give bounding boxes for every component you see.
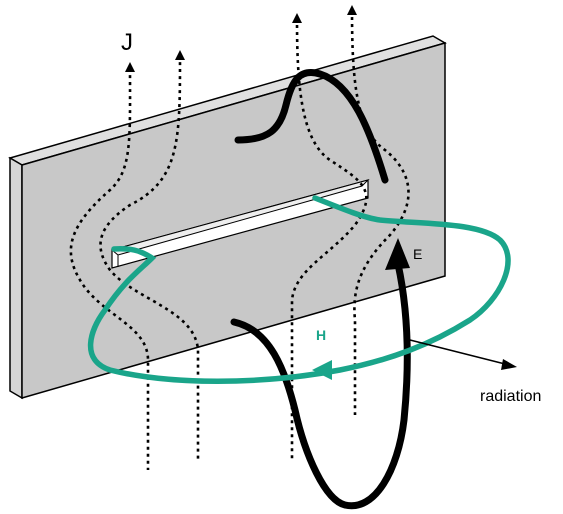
current-line-1 [69,67,150,470]
current-arrow-3 [292,13,302,23]
h-field-arrowhead [312,360,332,380]
h-field-back-segment [87,195,511,384]
magnetic-field-label: H [316,327,326,343]
current-arrow-1 [125,62,135,72]
electric-field-label: E [413,246,422,262]
e-field-arrowhead [385,238,410,270]
current-label: J [121,29,133,56]
radiation-arrow [409,339,517,370]
current-arrow-4 [347,5,357,15]
radiation-label: radiation [480,388,541,405]
current-line-3 [290,17,368,460]
e-field-back-segment [234,69,389,184]
current-arrowheads [125,5,357,72]
current-arrow-2 [175,50,185,60]
ground-plate [8,35,447,400]
slot [110,179,370,269]
current-lines [69,9,410,470]
h-field-loop [87,195,511,384]
plate-side-edge [9,156,23,400]
